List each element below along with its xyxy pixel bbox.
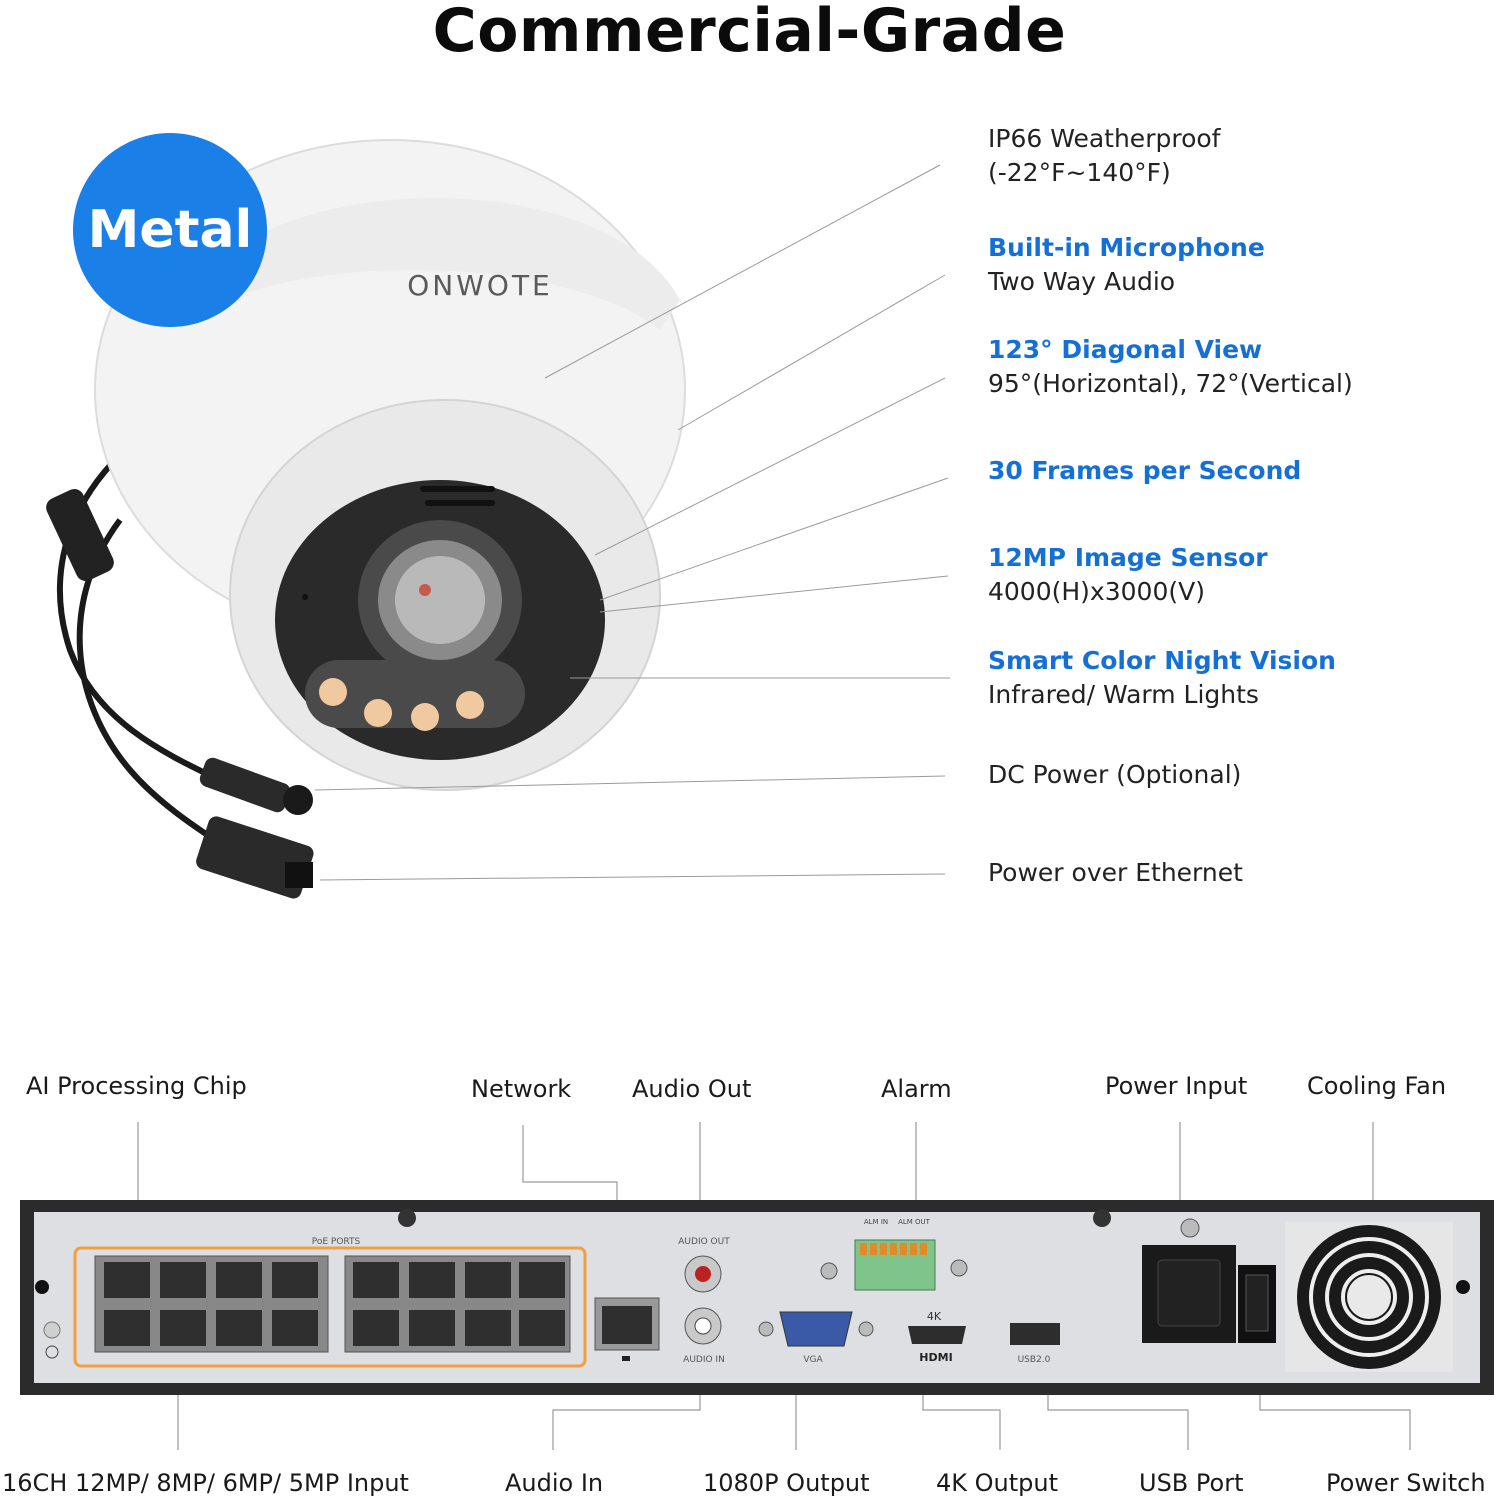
label-network: Network [471, 1075, 572, 1103]
audio-in-caption: AUDIO IN [683, 1355, 725, 1365]
hdmi-4k-caption: 4K [927, 1310, 942, 1323]
label-audio-out: Audio Out [632, 1075, 752, 1103]
feature-dc-power: DC Power (Optional) [988, 758, 1241, 792]
feature-highlight: Smart Color Night Vision [988, 646, 1336, 675]
label-4k-output: 4K Output [936, 1469, 1059, 1497]
feature-line: IP66 Weatherproof [988, 124, 1221, 153]
feature-line: (-22°F~140°F) [988, 158, 1171, 187]
metal-badge: Metal [73, 133, 267, 327]
label-alarm: Alarm [881, 1075, 952, 1103]
alarm-in-caption: ALM IN [864, 1218, 888, 1226]
feature-line: Infrared/ Warm Lights [988, 680, 1259, 709]
label-power-switch: Power Switch [1326, 1469, 1486, 1497]
feature-line: Two Way Audio [988, 267, 1176, 296]
label-input-channels: 16CH 12MP/ 8MP/ 6MP/ 5MP Input [2, 1469, 409, 1497]
brand-logo: ONWOTE [407, 269, 553, 302]
feature-sensor: 12MP Image Sensor 4000(H)x3000(V) [988, 541, 1268, 609]
feature-highlight: 123° Diagonal View [988, 335, 1263, 364]
feature-poe: Power over Ethernet [988, 856, 1243, 890]
label-1080p-output: 1080P Output [703, 1469, 870, 1497]
page-title: Commercial-Grade [432, 0, 1067, 66]
label-cooling-fan: Cooling Fan [1307, 1072, 1447, 1100]
feature-line: Power over Ethernet [988, 858, 1243, 887]
hdmi-caption: HDMI [919, 1351, 952, 1364]
feature-highlight: 12MP Image Sensor [988, 543, 1268, 572]
feature-highlight: 30 Frames per Second [988, 456, 1302, 485]
feature-line: 4000(H)x3000(V) [988, 577, 1205, 606]
feature-weatherproof: IP66 Weatherproof (-22°F~140°F) [988, 122, 1220, 190]
audio-out-caption: AUDIO OUT [678, 1237, 730, 1247]
poe-port-outline [73, 1246, 587, 1368]
label-power-input: Power Input [1105, 1072, 1248, 1100]
feature-line: 95°(Horizontal), 72°(Vertical) [988, 369, 1353, 398]
poe-ports-caption: PoE PORTS [312, 1237, 361, 1247]
feature-highlight: Built-in Microphone [988, 233, 1265, 262]
feature-view: 123° Diagonal View 95°(Horizontal), 72°(… [988, 333, 1353, 401]
feature-fps: 30 Frames per Second [988, 454, 1301, 488]
feature-line: DC Power (Optional) [988, 760, 1242, 789]
feature-microphone: Built-in Microphone Two Way Audio [988, 231, 1265, 299]
label-ai-chip: AI Processing Chip [26, 1072, 247, 1100]
feature-night-vision: Smart Color Night Vision Infrared/ Warm … [988, 644, 1336, 712]
label-usb-port: USB Port [1139, 1469, 1244, 1497]
alarm-out-caption: ALM OUT [898, 1218, 931, 1226]
usb-caption: USB2.0 [1018, 1355, 1051, 1365]
vga-caption: VGA [803, 1355, 823, 1365]
label-audio-in: Audio In [505, 1469, 604, 1497]
